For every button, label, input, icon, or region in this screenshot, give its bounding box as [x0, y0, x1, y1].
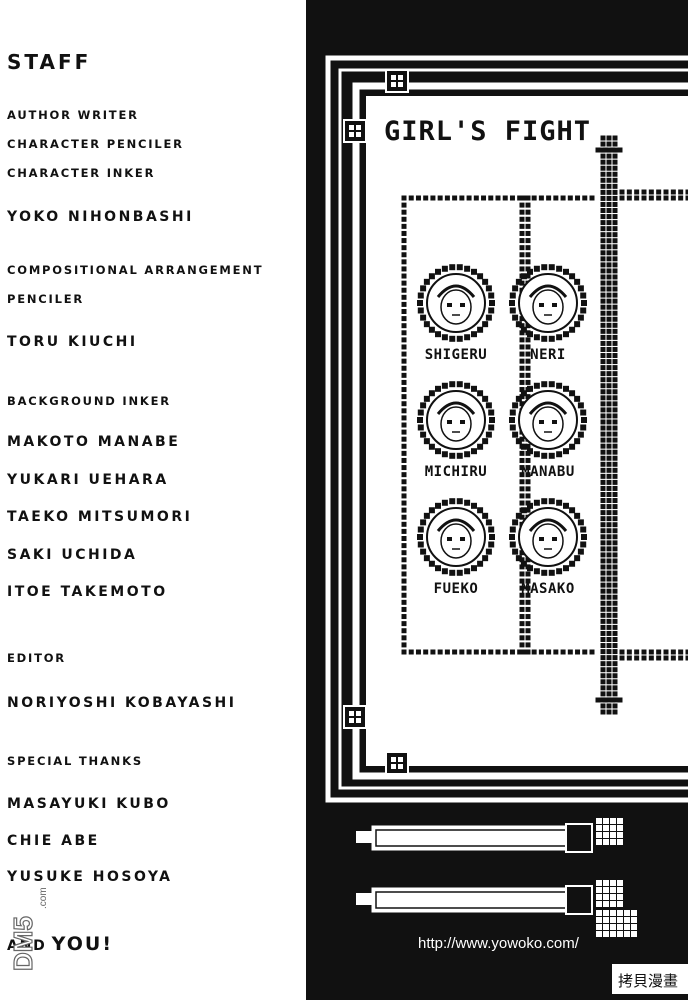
- portrait-neri: NERI: [509, 264, 587, 363]
- name-editor: NORIYOSHI KOBAYASHI: [7, 695, 237, 711]
- portrait-label-manabu: MANABU: [521, 464, 575, 480]
- name-thanks-1: MASAYUKI KUBO: [7, 796, 171, 812]
- corner-blocks: [343, 69, 409, 775]
- staff-credits-panel: STAFF AUTHOR WRITER CHARACTER PENCILER C…: [0, 0, 306, 1000]
- watermark-text: 拷貝漫畫: [618, 972, 678, 990]
- role-author-writer: AUTHOR WRITER: [7, 108, 139, 122]
- role-special-thanks: SPECIAL THANKS: [7, 754, 143, 768]
- girls-fight-art-panel: GIRL'S FIGHT SHIGERU NERI MICHIRU MANABU FUE…: [306, 0, 688, 1000]
- role-penciler: PENCILER: [7, 292, 85, 306]
- portrait-label-shigeru: SHIGERU: [425, 347, 488, 363]
- marker-pens: [356, 818, 637, 937]
- portrait-label-masako: MASAKO: [521, 581, 575, 597]
- portrait-fueko: FUEKO: [417, 498, 495, 597]
- name-thanks-3: YUSUKE HOSOYA: [7, 869, 173, 885]
- role-character-inker: CHARACTER INKER: [7, 166, 156, 180]
- board-grid: [401, 135, 688, 715]
- closing-line: AND YOU!: [7, 933, 113, 955]
- role-character-penciler: CHARACTER PENCILER: [7, 137, 184, 151]
- svg-text:.com: .com: [38, 887, 46, 909]
- name-thanks-2: CHIE ABE: [7, 833, 100, 849]
- website-url[interactable]: http://www.yowoko.com/: [418, 935, 580, 952]
- portrait-label-michiru: MICHIRU: [425, 464, 488, 480]
- name-bg-3: TAEKO MITSUMORI: [7, 509, 193, 525]
- role-background-inker: BACKGROUND INKER: [7, 394, 171, 408]
- name-bg-5: ITOE TAKEMOTO: [7, 584, 168, 600]
- svg-text:DM5: DM5: [8, 916, 38, 971]
- name-bg-2: YUKARI UEHARA: [7, 472, 169, 488]
- pixel-frame: [325, 55, 688, 803]
- closing-you: YOU!: [51, 933, 113, 955]
- role-compositional-arrangement: COMPOSITIONAL ARRANGEMENT: [7, 263, 264, 277]
- portrait-label-fueko: FUEKO: [434, 581, 479, 597]
- role-editor: EDITOR: [7, 651, 66, 665]
- portrait-michiru: MICHIRU: [417, 381, 495, 480]
- staff-heading: STAFF: [7, 50, 92, 74]
- dm5-watermark-logo: DM5 .com: [7, 887, 46, 971]
- portrait-manabu: MANABU: [509, 381, 587, 480]
- name-compositional: TORU KIUCHI: [7, 334, 138, 350]
- portrait-shigeru: SHIGERU: [417, 264, 495, 363]
- watermark-bg: [612, 964, 688, 994]
- name-bg-1: MAKOTO MANABE: [7, 434, 181, 450]
- board-title: GIRL'S FIGHT: [384, 116, 591, 147]
- name-author: YOKO NIHONBASHI: [7, 209, 194, 225]
- portrait-label-neri: NERI: [530, 347, 566, 363]
- closing-and: AND: [7, 938, 47, 954]
- portrait-masako: MASAKO: [509, 498, 587, 597]
- name-bg-4: SAKI UCHIDA: [7, 547, 138, 563]
